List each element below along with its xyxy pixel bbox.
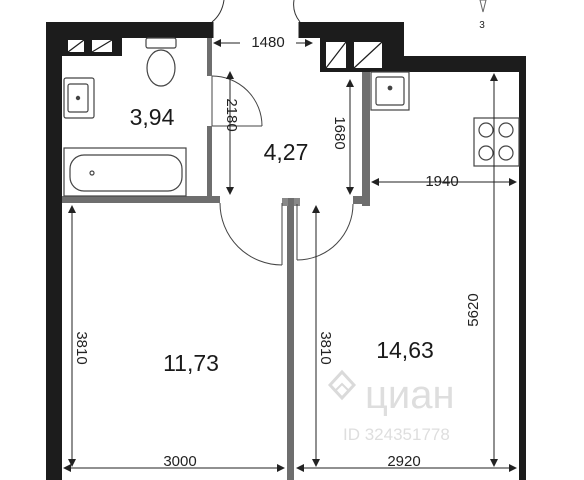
room-area-living: 14,63 xyxy=(376,337,434,363)
dim-living-height: 3810 xyxy=(317,331,334,364)
watermark-brand: циан xyxy=(365,373,455,417)
watermark-id: ID 324351778 xyxy=(343,425,450,444)
dimension-labels: 1480 2180 1680 1940 3810 3810 5620 3000 … xyxy=(73,34,482,470)
watermark: циан ID 324351778 xyxy=(327,369,455,444)
dim-bedroom-width: 3000 xyxy=(163,453,196,470)
dimension-lines xyxy=(63,39,517,472)
window-block-right xyxy=(320,38,388,72)
cian-logo-icon xyxy=(327,369,357,401)
bathtub-icon xyxy=(63,147,187,197)
toilet-icon xyxy=(145,37,177,87)
interior-walls xyxy=(62,38,370,480)
stove-icon xyxy=(473,117,520,167)
window-block-left xyxy=(62,38,122,56)
sink-icon xyxy=(63,77,95,119)
dim-living-total: 5620 xyxy=(465,293,482,326)
compass-icon: 3 xyxy=(479,0,487,31)
dim-kitchen-depth: 1940 xyxy=(425,173,458,190)
dim-living-width: 2920 xyxy=(387,453,420,470)
compass-label: 3 xyxy=(479,20,485,31)
room-area-bathroom: 3,94 xyxy=(130,104,175,130)
dim-bath-height: 2180 xyxy=(223,98,240,131)
entrance-door xyxy=(210,0,302,38)
dim-hall-width: 1480 xyxy=(251,34,284,51)
bathroom-door xyxy=(211,75,263,127)
living-door xyxy=(296,203,354,261)
exterior-walls xyxy=(46,22,526,480)
room-area-hall: 4,27 xyxy=(264,139,309,165)
room-labels: 3,94 4,27 11,73 14,63 xyxy=(130,104,434,376)
bedroom-door xyxy=(219,202,283,266)
dim-hall-height: 1680 xyxy=(331,116,348,149)
room-area-bedroom: 11,73 xyxy=(163,350,219,376)
dim-bedroom-height: 3810 xyxy=(73,331,90,364)
kitchen-sink-icon xyxy=(370,71,410,111)
